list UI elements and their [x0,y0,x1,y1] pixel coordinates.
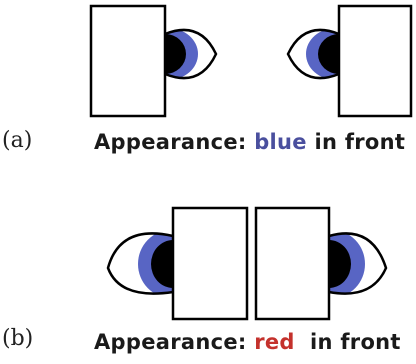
eye-outline [164,28,218,80]
pupil [151,240,173,288]
caption-a-suffix: in front [306,130,406,154]
eye-right-facing [328,232,388,295]
occluder-rectangle-left [89,4,167,118]
caption-a-highlight: blue [254,130,307,154]
pupil [165,34,186,74]
panel-b-figure [106,206,388,321]
caption-b-prefix: Appearance: [94,330,255,354]
eye-left-facing [106,232,174,295]
caption-a: Appearance: blue in front [94,130,405,154]
eye-left-facing [286,28,340,80]
eye-outline [328,232,388,295]
occluder-rectangle-right [337,4,413,118]
panel-a-figure [89,4,413,118]
occluder-rectangle-right [254,206,331,321]
pupil [318,34,339,74]
caption-b-highlight: red [254,330,295,354]
pupil [329,240,351,288]
panel-label-b: (b) [2,326,34,351]
panel-label-a: (a) [2,128,33,153]
eye-outline [286,28,340,80]
occluder-rectangle-left [171,206,249,321]
eye-right-facing [164,28,218,80]
caption-b-suffix: in front [294,330,401,354]
eye-outline [106,232,174,295]
caption-b: Appearance: red in front [94,330,401,354]
caption-a-prefix: Appearance: [94,130,255,154]
